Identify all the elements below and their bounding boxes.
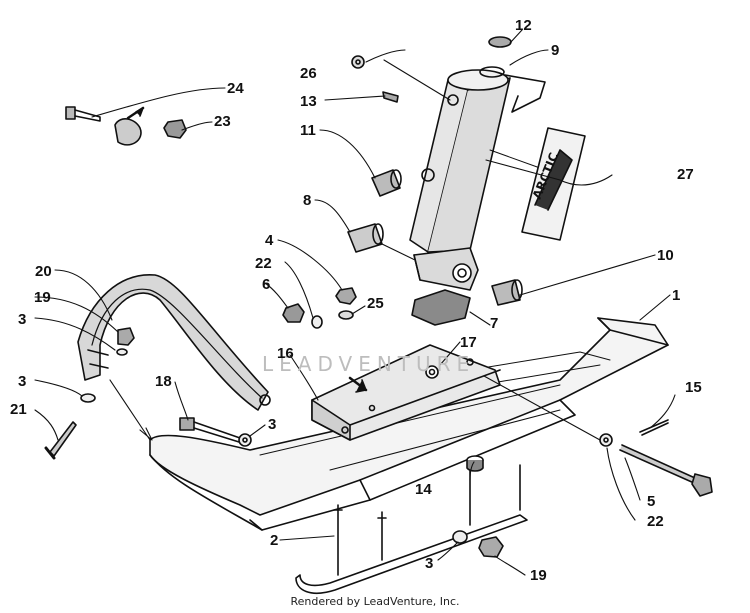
callout-22-b: 22: [647, 513, 664, 530]
callout-27: 27: [677, 166, 694, 183]
bolt-5: [619, 444, 713, 497]
nut-6: [282, 303, 305, 323]
callout-3-b: 3: [268, 416, 277, 433]
nut-19b: [478, 536, 504, 558]
stud-14: [466, 455, 484, 472]
callout-7: 7: [490, 315, 499, 332]
footer-credit: Rendered by LeadVenture, Inc.: [290, 595, 460, 608]
ski-bumper: [77, 274, 271, 411]
callout-26: 26: [300, 65, 317, 82]
cap-12: [488, 36, 512, 48]
callout-19-a: 19: [34, 289, 51, 306]
callout-19-b: 19: [530, 567, 547, 584]
callout-6: 6: [262, 276, 271, 293]
callout-1: 1: [672, 287, 681, 304]
callout-4: 4: [265, 232, 274, 249]
spindle: [409, 66, 546, 291]
washer-3d: [452, 530, 468, 544]
washer-3c: [80, 393, 96, 403]
callout-20: 20: [35, 263, 52, 280]
washer-26: [351, 55, 365, 69]
callout-10: 10: [657, 247, 674, 264]
callout-15: 15: [685, 379, 702, 396]
callout-2: 2: [270, 532, 279, 549]
watermark: LEADVENTURE: [262, 352, 476, 376]
bushing-11: [371, 169, 402, 197]
ski-loop: [114, 106, 145, 146]
nut-23: [163, 119, 187, 139]
washer-22a: [311, 315, 323, 329]
bushing-8: [347, 223, 384, 253]
callout-5: 5: [647, 493, 656, 510]
callout-21: 21: [10, 401, 27, 418]
decal: [521, 127, 586, 241]
callout-22-a: 22: [255, 255, 272, 272]
washer-22b: [599, 433, 613, 447]
callout-8: 8: [303, 192, 312, 209]
callout-12: 12: [515, 17, 532, 34]
nut-4: [335, 287, 357, 305]
block-7: [411, 289, 471, 326]
callout-23: 23: [214, 113, 231, 130]
wear-bars: [295, 459, 528, 594]
callout-11: 11: [300, 122, 316, 139]
callout-3-a: 3: [18, 311, 27, 328]
callout-17: 17: [460, 334, 477, 351]
callout-3-c: 3: [18, 373, 27, 390]
bushing-10: [491, 279, 523, 306]
leader-lines: [34, 29, 676, 576]
callout-24: 24: [227, 80, 244, 97]
callout-14: 14: [415, 481, 432, 498]
callout-16: 16: [277, 345, 294, 362]
callout-13: 13: [300, 93, 317, 110]
cotter-pin-15: [639, 419, 669, 436]
callout-25: 25: [367, 295, 384, 312]
bolt-24: [65, 106, 101, 122]
washer-3a: [116, 348, 128, 356]
callout-18: 18: [155, 373, 172, 390]
fitting-13: [382, 91, 399, 103]
washer-25: [338, 310, 354, 320]
bolt-21: [44, 421, 77, 460]
nut-19a: [117, 327, 135, 346]
callout-9: 9: [551, 42, 560, 59]
washer-3b: [238, 433, 252, 447]
callout-3-d: 3: [425, 555, 434, 572]
